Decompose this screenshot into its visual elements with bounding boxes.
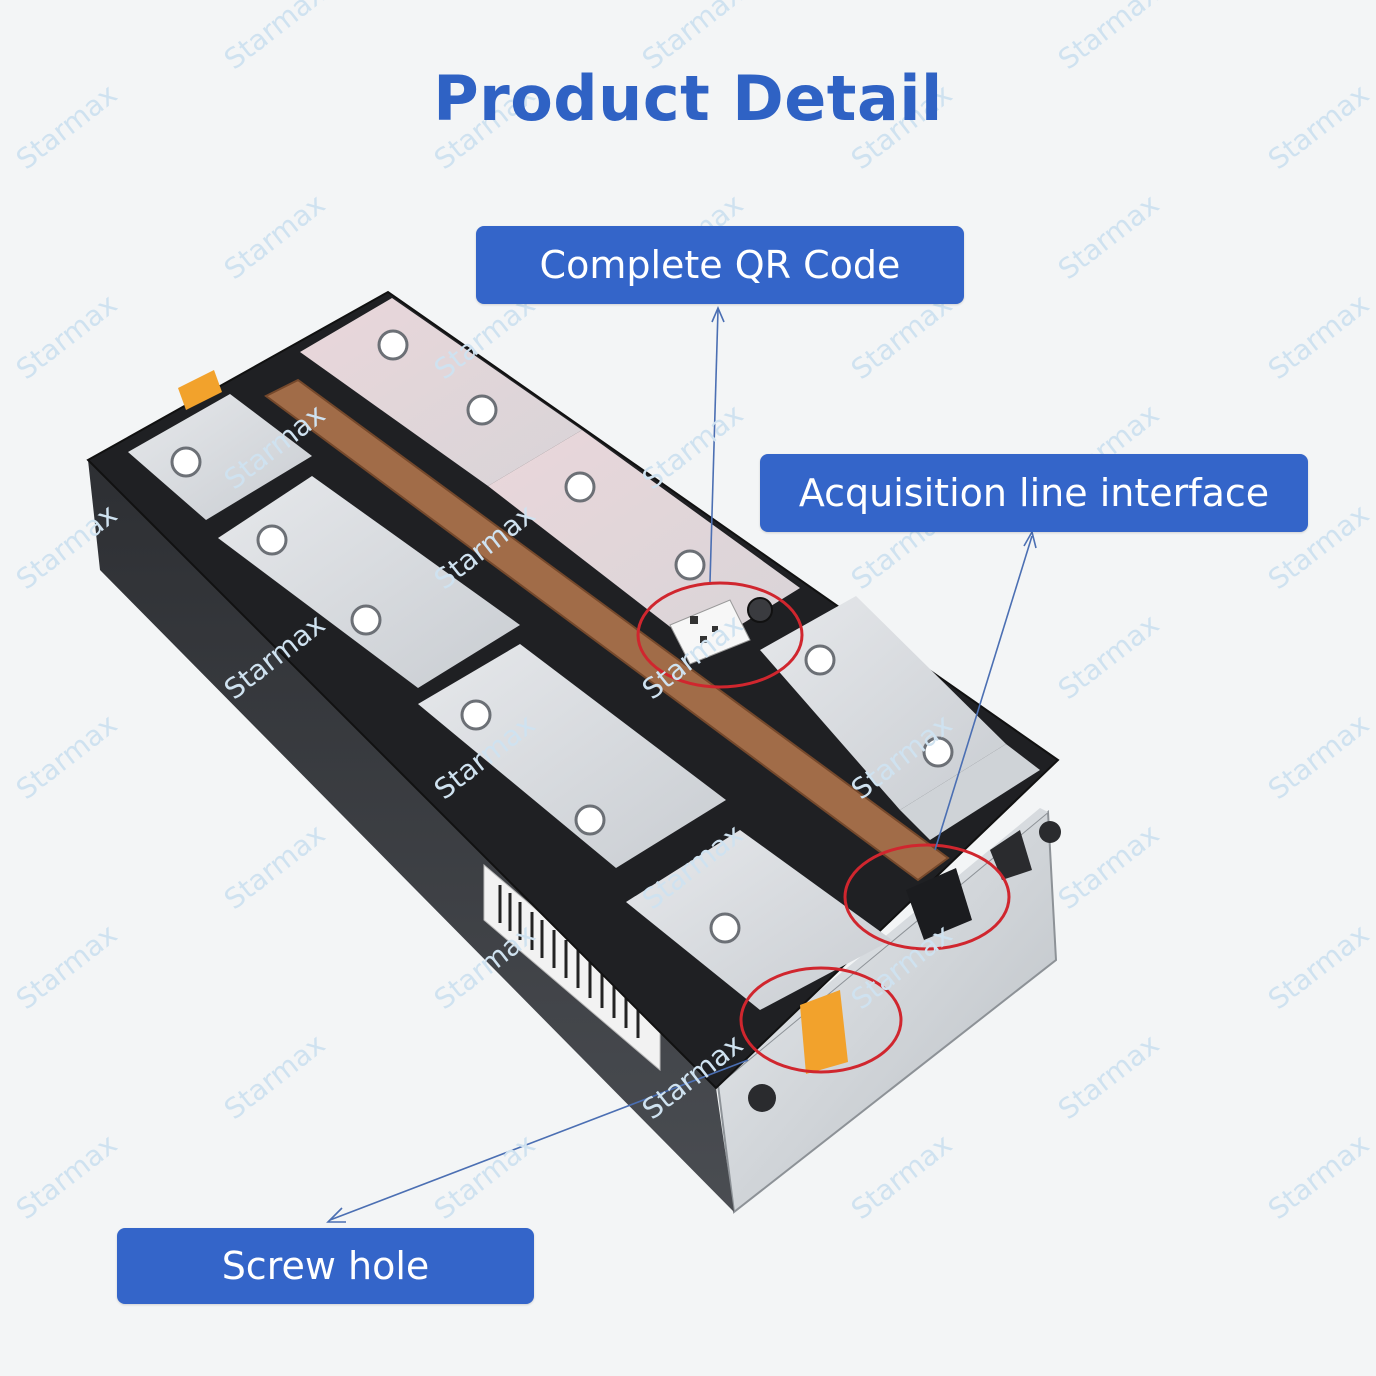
orange-clip-left bbox=[178, 370, 222, 410]
screw-hole-left bbox=[748, 1084, 776, 1112]
screw-hole-right bbox=[1039, 821, 1061, 843]
callout-complete-qr-code: Complete QR Code bbox=[476, 226, 964, 304]
highlight-circle-qr bbox=[636, 581, 804, 689]
battery-side-wall bbox=[88, 460, 734, 1212]
callout-screw-hole: Screw hole bbox=[117, 1228, 534, 1304]
qr-code-sticker bbox=[669, 597, 773, 665]
callout-acquisition-line-interface: Acquisition line interface bbox=[760, 454, 1308, 532]
highlight-circle-screw bbox=[739, 966, 903, 1074]
connector-block bbox=[906, 868, 972, 940]
terminal-bolts bbox=[170, 329, 954, 944]
page-title: Product Detail bbox=[433, 62, 943, 135]
flex-circuit-strip bbox=[264, 378, 950, 882]
highlight-circle-acquisition bbox=[843, 843, 1011, 951]
orange-clip-right bbox=[800, 990, 848, 1074]
pointer-lines bbox=[326, 305, 1037, 1223]
